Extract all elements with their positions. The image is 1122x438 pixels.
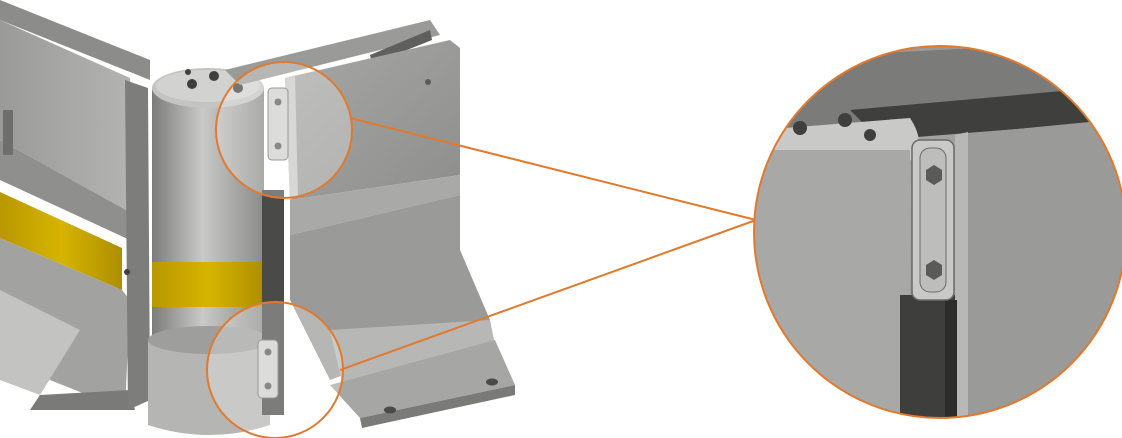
top-callout-circle <box>215 61 353 199</box>
top-hinge-plate <box>267 87 289 161</box>
callout-leader-lines <box>339 117 757 371</box>
detail-view-circle <box>753 45 1122 419</box>
bottom-callout-circle <box>206 301 344 438</box>
bottom-hinge-plate <box>257 339 279 399</box>
left-barrier-panel <box>0 0 150 410</box>
